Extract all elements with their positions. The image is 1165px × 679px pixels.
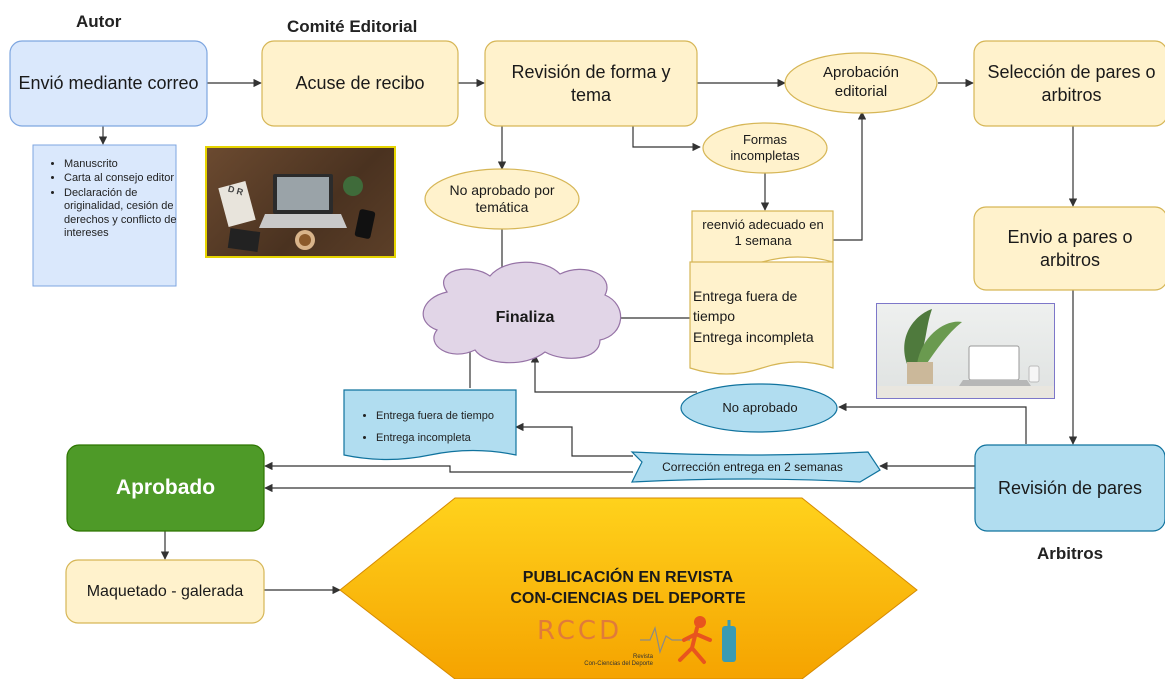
node-envio-correo <box>9 40 208 127</box>
label-aprobacion-editorial: Aprobación editorial <box>823 64 899 100</box>
node-revision-forma <box>484 40 698 127</box>
node-entregas-list <box>343 389 517 461</box>
heading-autor: Autor <box>76 12 122 31</box>
node-maquetado <box>65 559 265 624</box>
edge-revision-formas <box>632 126 701 152</box>
entregas-list: Entrega fuera de tiempo Entrega incomple… <box>362 406 526 450</box>
list-item: Declaración de originalidad, cesión de d… <box>64 187 186 241</box>
node-envio-pares <box>973 206 1165 291</box>
rccd-logo-line1: Revista <box>632 654 653 660</box>
rccd-logo-line2: Con-Ciencias del Deporte <box>584 661 653 668</box>
edge-revisionpares-noaprobado <box>838 402 1027 444</box>
author-docs-list: Manuscrito Carta al consejo editor Decla… <box>50 158 186 241</box>
node-no-aprobado <box>680 383 838 433</box>
docs-box <box>32 144 177 287</box>
edge-correccion-aprobado <box>264 461 633 473</box>
label-entrega-fuera: Entrega fuera de tiempo <box>693 288 798 325</box>
list-item: Entrega incompleta <box>376 428 526 449</box>
node-finaliza <box>422 261 622 364</box>
node-publicacion <box>339 497 918 679</box>
node-formas-incompletas <box>702 122 828 174</box>
label-revision-pares: Revisión de pares <box>997 477 1143 498</box>
label-reenvio: reenvió adecuado en 1 semana <box>702 216 824 248</box>
label-envio-correo: Envió mediante correo <box>18 73 199 94</box>
rccd-runner-graphic <box>640 616 736 664</box>
node-revision-pares <box>974 444 1165 532</box>
label-entrega-group: Entrega fuera de tiempo Entrega incomple… <box>693 286 833 347</box>
svg-text:D R: D R <box>227 184 245 198</box>
label-aprobado: Aprobado <box>115 475 216 499</box>
node-aprobacion-editorial <box>784 52 938 114</box>
node-entrega-fuera <box>689 261 834 375</box>
publicacion-line-1: PUBLICACIÓN EN REVISTA <box>522 569 734 586</box>
node-seleccion-pares <box>973 40 1165 127</box>
publicacion-title: PUBLICACIÓN EN REVISTA CON-CIENCIAS DEL … <box>430 568 826 610</box>
label-formas-incompletas: Formas incompletas <box>730 131 800 163</box>
node-aprobado <box>66 444 265 532</box>
label-envio-pares: Envio a pares o arbitros <box>1007 227 1133 270</box>
list-item: Manuscrito <box>64 158 186 171</box>
node-correccion <box>630 451 881 483</box>
label-seleccion-pares: Selección de pares o arbitros <box>987 62 1156 105</box>
node-acuse <box>261 40 459 127</box>
heading-comite-editorial: Comité Editorial <box>287 17 418 36</box>
label-acuse: Acuse de recibo <box>295 73 425 94</box>
connectors <box>98 78 1078 595</box>
desk-illustration: D R <box>218 174 376 252</box>
label-no-aprobado: No aprobado <box>722 399 798 415</box>
label-no-aprobado-tematica: No aprobado por temática <box>449 181 555 216</box>
heading-arbitros: Arbitros <box>1037 544 1104 563</box>
edge-noaprobado-finaliza2 <box>530 354 697 393</box>
laptop-plant-illustration <box>877 309 1054 398</box>
label-entrega-incompleta: Entrega incompleta <box>693 328 814 345</box>
list-item: Carta al consejo editor <box>64 172 186 185</box>
rccd-logo-caption: Revista Con-Ciencias del Deporte <box>548 654 653 668</box>
photo-laptop-plant <box>876 303 1055 399</box>
rccd-logo-acronym: RCCD <box>537 616 623 646</box>
node-no-aprobado-tematica <box>424 168 580 230</box>
label-correccion: Corrección entrega en 2 semanas <box>662 459 843 474</box>
label-finaliza: Finaliza <box>495 309 555 326</box>
edge-reenvio-aprobacion <box>833 111 867 241</box>
label-revision-forma: Revisión de forma y tema <box>511 62 671 105</box>
photo-laptop-desk: D R <box>205 146 396 258</box>
edge-correccion-entregas <box>515 422 633 457</box>
list-item: Entrega fuera de tiempo <box>376 406 526 427</box>
publicacion-line-2: CON-CIENCIAS DEL DEPORTE <box>510 589 746 607</box>
label-maquetado: Maquetado - galerada <box>86 582 244 600</box>
